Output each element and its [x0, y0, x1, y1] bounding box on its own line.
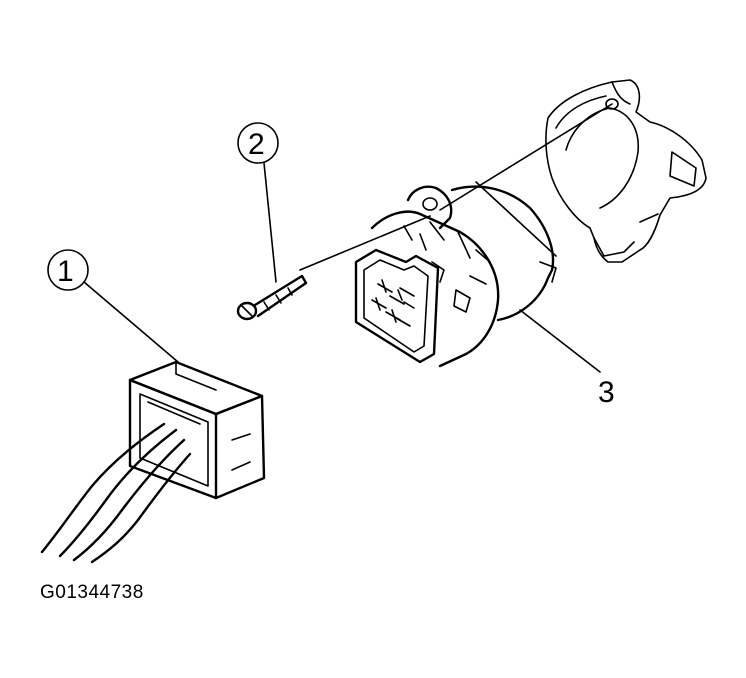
mounting-bracket [545, 79, 707, 263]
alignment-line [299, 103, 613, 271]
figure-id: G01344738 [40, 582, 144, 603]
screw [236, 274, 308, 321]
callout-2-label: 2 [248, 128, 265, 161]
callout-2 [237, 122, 279, 283]
ignition-switch [354, 181, 557, 368]
callout-3-label: 3 [598, 376, 615, 409]
harness-connector [40, 360, 266, 564]
callout-1-label: 1 [57, 255, 74, 288]
callout-3-leader [519, 309, 601, 373]
callout-1 [47, 249, 179, 363]
